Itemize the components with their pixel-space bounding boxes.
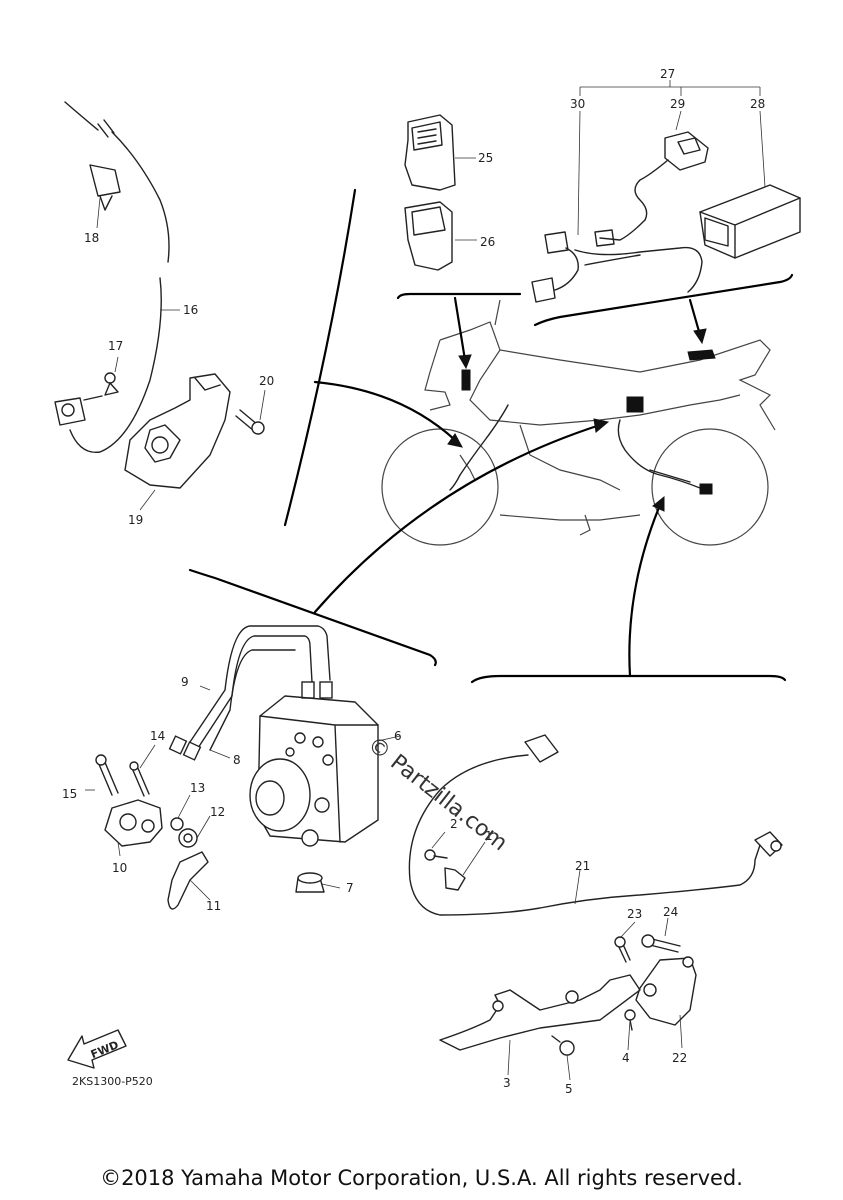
callout-17: 17 bbox=[108, 339, 123, 353]
leader-lines bbox=[85, 80, 766, 1081]
pointer-arrows bbox=[313, 296, 707, 678]
callout-labels: 1 2 3 4 5 6 7 8 9 10 11 12 13 14 15 16 1… bbox=[62, 67, 765, 1096]
callout-8: 8 bbox=[233, 753, 241, 767]
control-unit-group bbox=[531, 131, 801, 303]
callout-21: 21 bbox=[575, 859, 590, 873]
callout-11: 11 bbox=[206, 899, 221, 913]
callout-12: 12 bbox=[210, 805, 225, 819]
callout-23: 23 bbox=[627, 907, 642, 921]
callout-2: 2 bbox=[450, 817, 458, 831]
callout-1: 1 bbox=[485, 829, 493, 843]
fwd-arrow-icon: FWD bbox=[67, 1029, 127, 1069]
callout-26: 26 bbox=[480, 235, 495, 249]
callout-19: 19 bbox=[128, 513, 143, 527]
callout-27: 27 bbox=[660, 67, 675, 81]
callout-3: 3 bbox=[503, 1076, 511, 1090]
rear-sensor-group bbox=[408, 734, 783, 1056]
callout-16: 16 bbox=[183, 303, 198, 317]
callout-13: 13 bbox=[190, 781, 205, 795]
callout-7: 7 bbox=[346, 881, 354, 895]
section-dividers bbox=[188, 188, 794, 684]
callout-4: 4 bbox=[622, 1051, 630, 1065]
callout-25: 25 bbox=[478, 151, 493, 165]
connector-group bbox=[404, 114, 456, 271]
callout-24: 24 bbox=[663, 905, 678, 919]
front-sensor-group bbox=[54, 101, 265, 489]
callout-30: 30 bbox=[570, 97, 585, 111]
copyright-notice: ©2018 Yamaha Motor Corporation, U.S.A. A… bbox=[100, 1166, 743, 1190]
callout-18: 18 bbox=[84, 231, 99, 245]
callout-15: 15 bbox=[62, 787, 77, 801]
motorcycle-silhouette bbox=[381, 299, 776, 546]
callout-29: 29 bbox=[670, 97, 685, 111]
reference-code: 2KS1300-P520 bbox=[72, 1075, 153, 1088]
callout-20: 20 bbox=[259, 374, 274, 388]
fwd-label: FWD bbox=[89, 1038, 121, 1061]
callout-14: 14 bbox=[150, 729, 165, 743]
callout-9: 9 bbox=[181, 675, 189, 689]
callout-10: 10 bbox=[112, 861, 127, 875]
callout-28: 28 bbox=[750, 97, 765, 111]
callout-5: 5 bbox=[565, 1082, 573, 1096]
callout-6: 6 bbox=[394, 729, 402, 743]
abs-unit-group bbox=[95, 625, 379, 910]
callout-22: 22 bbox=[672, 1051, 687, 1065]
